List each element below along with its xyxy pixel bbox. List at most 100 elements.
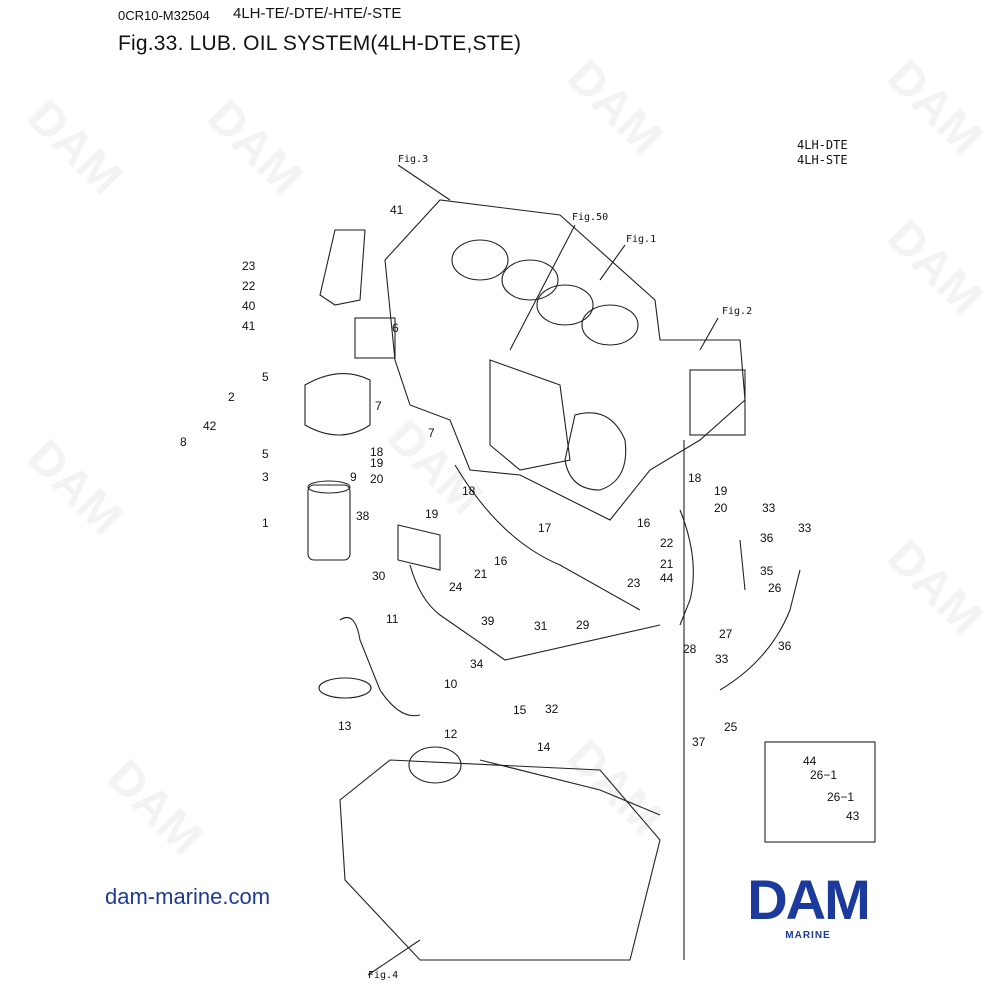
document-code: 0CR10-M32504 (118, 8, 210, 23)
fig-ref-leader (599, 244, 626, 281)
fig-ref-leader (509, 224, 576, 351)
part-callout: 40 (242, 299, 256, 313)
part-callout: 41 (242, 319, 256, 333)
part-callout: 3 (262, 470, 269, 484)
oil-cooler (397, 524, 441, 571)
part-callout: 33 (715, 652, 729, 666)
part-callout: 6 (392, 321, 399, 335)
part-callout: 23 (242, 259, 256, 273)
part-callout: 9 (350, 470, 357, 484)
variant-label: 4LH-DTE 4LH-STE (797, 138, 848, 168)
fig-ref-label: Fig.4 (368, 970, 398, 981)
part-callout: 13 (338, 719, 352, 733)
part-callout: 12 (444, 727, 458, 741)
cylinder-bore (501, 259, 559, 301)
part-callout: 28 (683, 642, 697, 656)
oil-filler (408, 746, 462, 784)
part-callout: 19 (425, 507, 439, 521)
cylinder-bore (536, 284, 594, 326)
part-callout: 17 (538, 521, 552, 535)
oil-pipe (739, 539, 746, 591)
part-callout: 38 (356, 509, 370, 523)
suction-pipe (339, 616, 421, 717)
rear-cover (689, 369, 746, 436)
part-callout: 22 (660, 536, 674, 550)
part-callout: 8 (180, 435, 187, 449)
part-callout: 26 (768, 581, 782, 595)
dam-logo: DAM MARINE (718, 872, 898, 947)
oil-filter (307, 484, 351, 561)
fig-ref-label: Fig.3 (398, 154, 428, 165)
suction-strainer (318, 677, 372, 699)
part-callout: 15 (513, 703, 527, 717)
part-callout: 10 (444, 677, 458, 691)
logo-text: DAM (747, 868, 871, 931)
inset-box (764, 741, 876, 843)
part-callout: 36 (778, 639, 792, 653)
injection-pump (489, 359, 571, 471)
page-title: Fig.33. LUB. OIL SYSTEM(4LH-DTE,STE) (118, 32, 522, 55)
part-callout: 26−1 (827, 790, 854, 804)
filter-head (304, 373, 371, 436)
part-callout: 36 (760, 531, 774, 545)
engine-block (384, 199, 746, 521)
fig-ref-leader (699, 317, 719, 351)
engine-models: 4LH-TE/-DTE/-HTE/-STE (233, 5, 402, 22)
part-callout: 7 (428, 426, 435, 440)
part-callout: 18 (370, 445, 384, 459)
part-callout: 31 (534, 619, 548, 633)
part-callout: 29 (576, 618, 590, 632)
site-link[interactable]: dam-marine.com (105, 884, 271, 909)
part-callout: 14 (537, 740, 551, 754)
fig-ref-label: Fig.50 (572, 212, 608, 223)
part-callout: 16 (494, 554, 508, 568)
part-callout: 35 (760, 564, 774, 578)
part-callout: 44 (660, 571, 674, 585)
part-callout: 20 (714, 501, 728, 515)
cylinder-bore (451, 239, 509, 281)
logo-subtext: MARINE (785, 930, 831, 941)
variant-line: 4LH-DTE (797, 138, 848, 152)
part-callout: 18 (462, 484, 476, 498)
part-callout: 30 (372, 569, 386, 583)
oil-pipe (679, 509, 694, 626)
fig-ref-label: Fig.2 (722, 306, 752, 317)
part-callout: 5 (262, 370, 269, 384)
part-callout: 23 (627, 576, 641, 590)
part-callout: 39 (481, 614, 495, 628)
part-callout: 33 (762, 501, 776, 515)
part-callout: 2 (228, 390, 235, 404)
fig-ref-label: Fig.1 (626, 234, 656, 245)
part-callout: 16 (637, 516, 651, 530)
part-callout: 22 (242, 279, 256, 293)
part-callout: 19 (370, 456, 384, 470)
fig-ref-leader (367, 939, 421, 976)
oil-hose (409, 564, 661, 661)
part-callout: 27 (719, 627, 733, 641)
oil-filter-top (307, 480, 351, 494)
oil-pump-housing (564, 412, 627, 491)
fig-ref-leader (397, 164, 451, 201)
oil-hose (454, 464, 641, 611)
part-callout: 21 (474, 567, 488, 581)
part-callout: 34 (470, 657, 484, 671)
part-callout: 44 (803, 754, 817, 768)
part-callout: 5 (262, 447, 269, 461)
part-callout: 1 (262, 516, 269, 530)
part-callout: 33 (798, 521, 812, 535)
part-callout: 43 (846, 809, 860, 823)
bracket-plate (354, 317, 396, 359)
oil-pan (339, 759, 661, 961)
part-callout: 20 (370, 472, 384, 486)
dipstick (479, 759, 661, 816)
part-callout: 18 (688, 471, 702, 485)
part-callout: 25 (724, 720, 738, 734)
part-callout: 41 (390, 203, 404, 217)
cylinder-bore (581, 304, 639, 346)
variant-line: 4LH-STE (797, 153, 848, 167)
oil-bracket (319, 229, 366, 306)
part-callout: 37 (692, 735, 706, 749)
part-callout: 19 (714, 484, 728, 498)
part-callout: 32 (545, 702, 559, 716)
